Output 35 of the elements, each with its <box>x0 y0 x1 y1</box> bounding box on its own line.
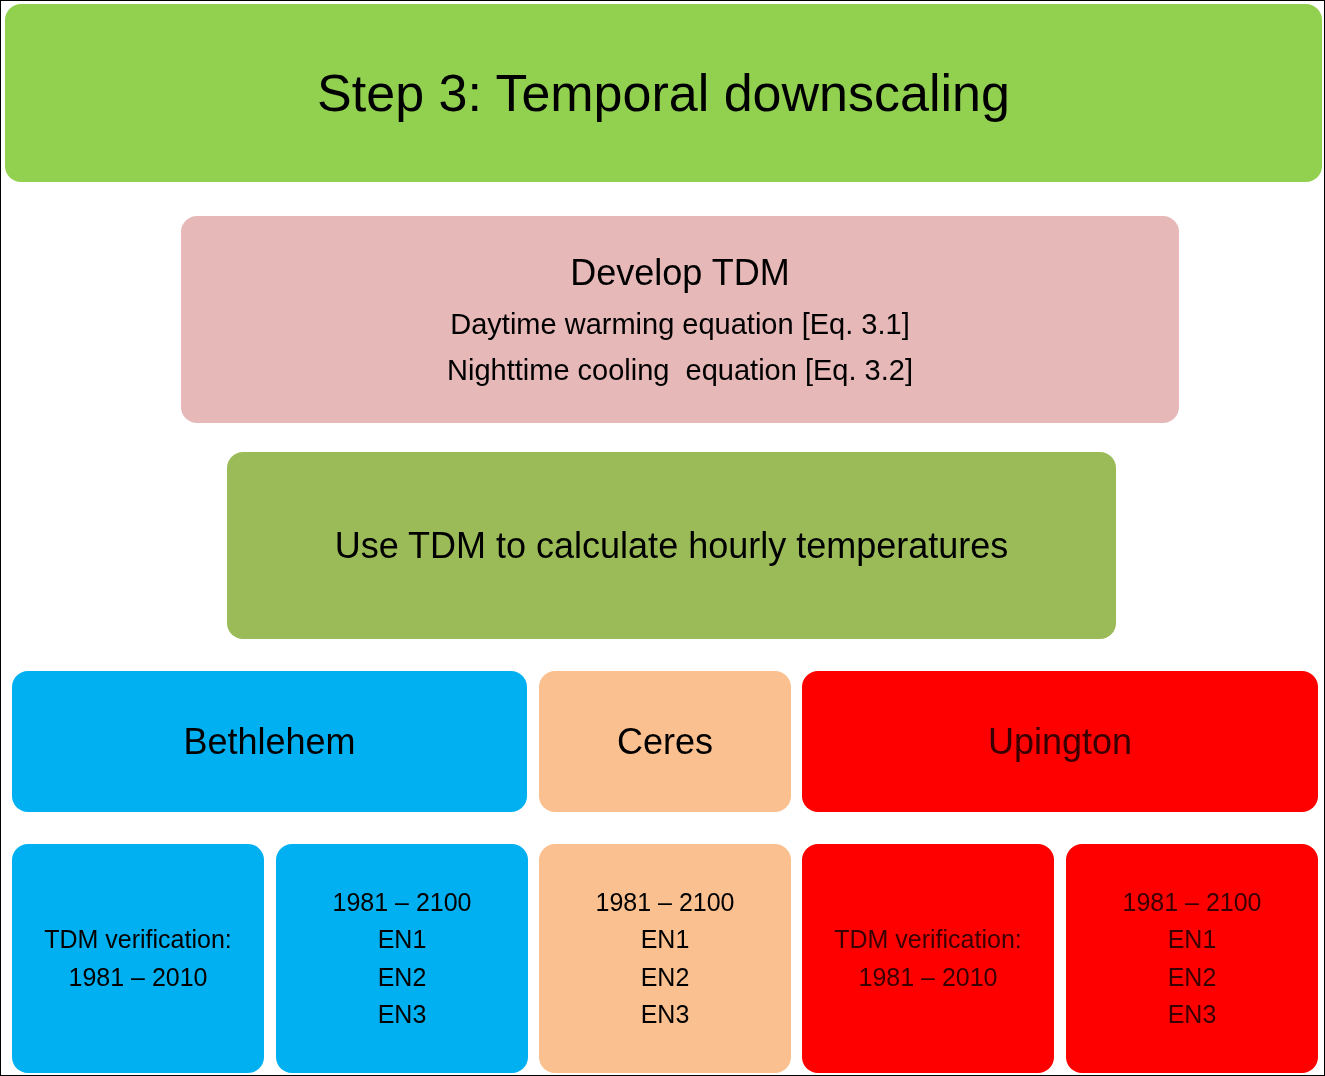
box-heading: Develop TDM <box>570 251 790 296</box>
period-box <box>12 844 264 1073</box>
box-text: EN3 <box>377 999 427 1030</box>
title-banner <box>5 4 1322 182</box>
box-heading: Upington <box>987 719 1133 764</box>
box-text: EN2 <box>640 961 690 993</box>
box-heading: 1981 – 2100 <box>595 886 735 918</box>
box-text: 1981 – 2010 <box>68 961 208 993</box>
box-heading: TDM verification: <box>834 924 1022 955</box>
box-text: EN2 <box>1167 961 1217 993</box>
box-heading: Bethlehem <box>183 719 356 764</box>
box-heading: 1981 – 2100 <box>1122 886 1262 918</box>
box-text: 1981 – 2010 <box>858 961 998 993</box>
box-heading: TDM verification: <box>44 924 232 955</box>
box-heading: 1981 – 2100 <box>332 886 472 918</box>
box-text: Daytime warming equation [Eq. 3.1] <box>450 307 910 343</box>
site-header-box <box>802 671 1318 812</box>
step-box <box>227 452 1116 639</box>
title-text: Step 3: Temporal downscaling <box>317 62 1010 124</box>
box-text: EN1 <box>377 924 427 955</box>
period-box <box>1066 844 1318 1073</box>
step-box <box>181 216 1179 423</box>
box-text: EN3 <box>640 999 690 1030</box>
box-text: EN1 <box>640 924 690 955</box>
box-text: EN2 <box>377 961 427 993</box>
box-heading: Ceres <box>617 719 713 764</box>
period-box <box>539 844 791 1073</box>
box-text: EN1 <box>1167 924 1217 955</box>
period-box <box>276 844 528 1073</box>
box-text: Nighttime cooling equation [Eq. 3.2] <box>447 352 913 388</box>
box-text: EN3 <box>1167 999 1217 1030</box>
period-box <box>802 844 1054 1073</box>
box-heading: Use TDM to calculate hourly temperatures <box>334 523 1009 568</box>
site-header-box <box>539 671 791 812</box>
site-header-box <box>12 671 527 812</box>
